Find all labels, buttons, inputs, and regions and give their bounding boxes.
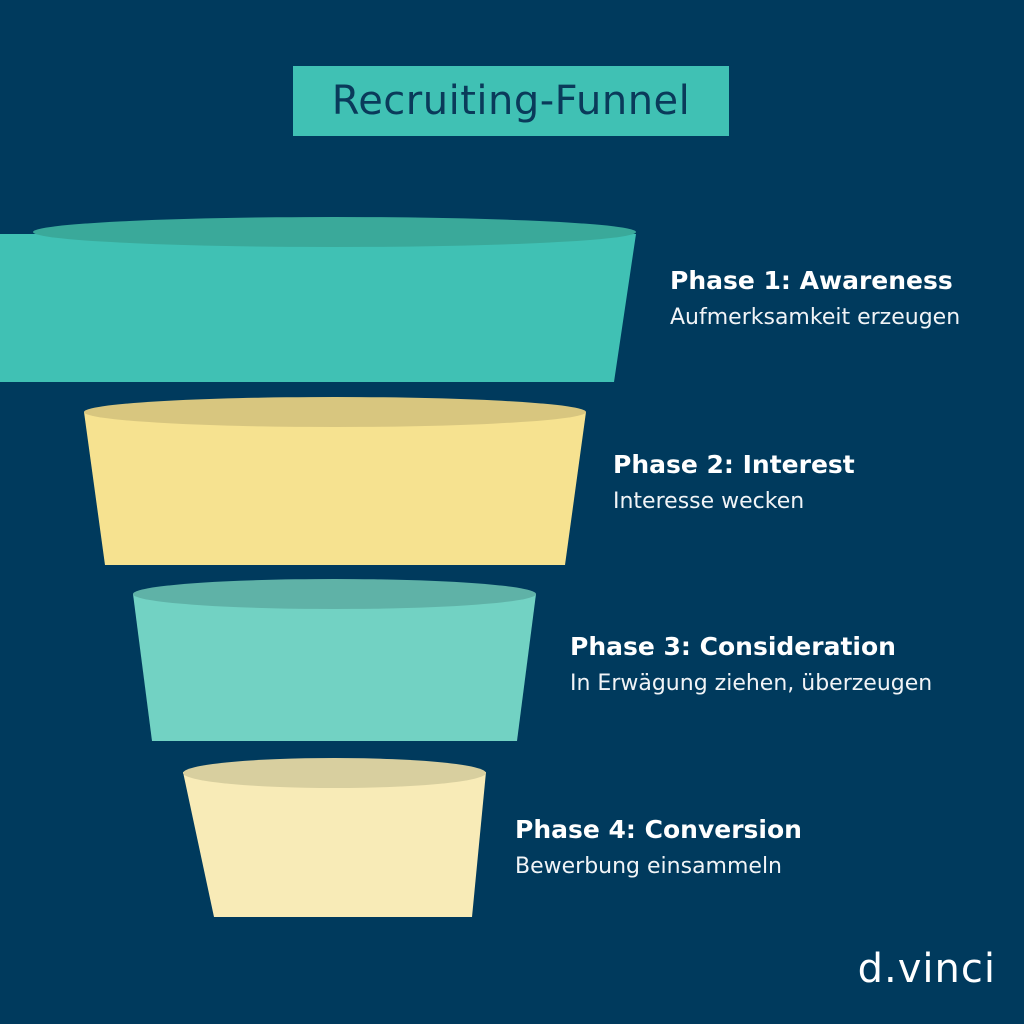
funnel-segment-2-top	[84, 397, 586, 427]
funnel-segment-1-top	[33, 217, 636, 247]
phase-3-label: Phase 3: Consideration In Erwägung ziehe…	[570, 632, 932, 696]
funnel-segment-3-top	[133, 579, 536, 609]
phase-2-subtitle: Interesse wecken	[613, 489, 805, 514]
phase-3-title: Phase 3: Consideration	[570, 632, 896, 661]
phase-3-subtitle: In Erwägung ziehen, überzeugen	[570, 671, 933, 696]
phase-4-label: Phase 4: Conversion Bewerbung einsammeln	[515, 815, 802, 879]
phase-2-title: Phase 2: Interest	[613, 450, 855, 479]
funnel-segment-4-top	[183, 758, 486, 788]
funnel-segment-2	[84, 397, 586, 565]
funnel-segment-4-body	[183, 772, 486, 917]
phase-2-label: Phase 2: Interest Interesse wecken	[613, 450, 855, 514]
page-title: Recruiting-Funnel	[331, 78, 691, 124]
phase-4-title: Phase 4: Conversion	[515, 815, 802, 844]
funnel-segment-2-body	[84, 412, 586, 565]
phase-4-subtitle: Bewerbung einsammeln	[515, 854, 782, 879]
funnel-segment-3	[133, 579, 536, 741]
title-banner: Recruiting-Funnel	[293, 66, 729, 136]
brand-logo: d.vinci	[857, 946, 996, 992]
funnel-segment-3-body	[133, 594, 536, 741]
phase-1-subtitle: Aufmerksamkeit erzeugen	[670, 305, 961, 330]
funnel-segment-1-body	[0, 234, 636, 383]
phase-1-label: Phase 1: Awareness Aufmerksamkeit erzeug…	[670, 266, 960, 330]
funnel-segment-1	[0, 217, 636, 383]
phase-1-title: Phase 1: Awareness	[670, 266, 953, 295]
funnel-segment-4	[183, 758, 486, 917]
